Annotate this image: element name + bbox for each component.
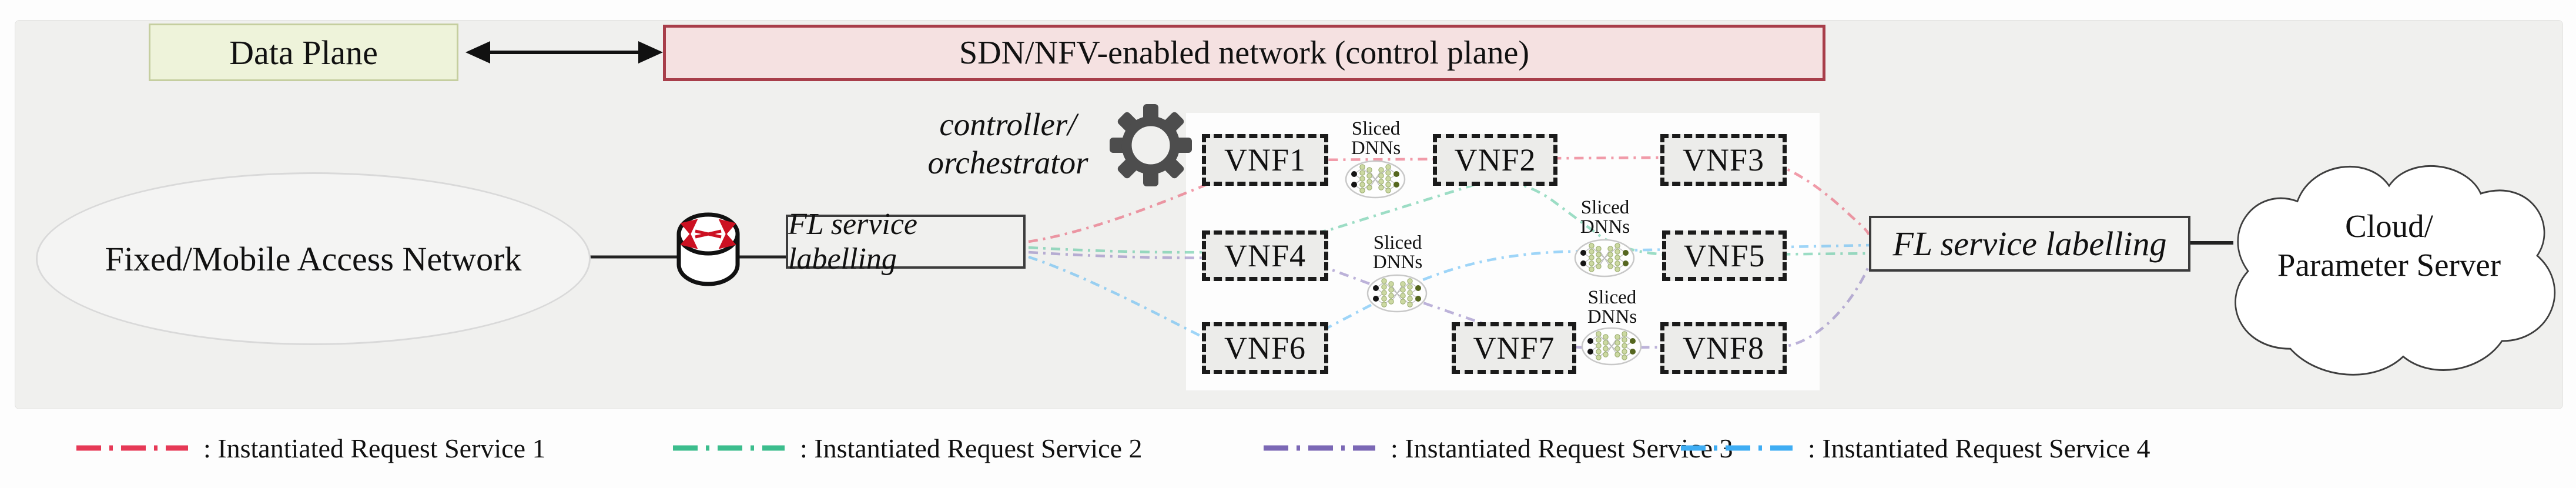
legend-item-service4: : Instantiated Request Service 4 [1681, 429, 2150, 467]
legend-label-service4: : Instantiated Request Service 4 [1808, 433, 2150, 463]
sliced-dnn-icon-3 [1574, 239, 1635, 278]
vnf8-box: VNF8 [1660, 322, 1787, 374]
service3-line-swatch [1264, 445, 1375, 451]
fl-service-labelling-left-box: FL service labelling [786, 208, 1026, 276]
data-plane-box: Data Plane [149, 24, 458, 81]
vnf8-label: VNF8 [1682, 330, 1765, 366]
cloud-icon [2235, 165, 2556, 376]
cloud-line1: Cloud/ [2345, 208, 2433, 244]
controller-line1: controller/ [939, 106, 1077, 142]
legend-item-service1: : Instantiated Request Service 1 [76, 429, 546, 467]
sliced-dnn-icon-2 [1366, 274, 1428, 313]
vnf6-box: VNF6 [1202, 322, 1328, 374]
controller-line2: orchestrator [927, 144, 1088, 181]
vnf7-box: VNF7 [1452, 322, 1576, 374]
service4-path [1028, 243, 1870, 339]
vnf3-label: VNF3 [1682, 142, 1765, 178]
cloud-parameter-server-label: Cloud/ Parameter Server [2239, 207, 2539, 285]
vnf4-label: VNF4 [1224, 238, 1307, 273]
vnf1-label: VNF1 [1224, 142, 1307, 178]
service2-line-swatch [673, 445, 785, 451]
vnf7-label: VNF7 [1473, 330, 1555, 366]
fl-service-labelling-right-box: FL service labelling [1869, 216, 2190, 272]
access-network-ellipse: Fixed/Mobile Access Network [36, 172, 591, 345]
vnf1-box: VNF1 [1202, 134, 1328, 186]
gear-icon [1110, 104, 1192, 186]
sliced-dnn-icon-1 [1345, 160, 1406, 199]
data-control-plane-arrow [465, 41, 663, 63]
access-network-label: Fixed/Mobile Access Network [105, 239, 522, 278]
router-icon [676, 212, 740, 286]
vnf5-label: VNF5 [1683, 238, 1766, 273]
legend-label-service3: : Instantiated Request Service 3 [1391, 433, 1733, 463]
cloud-line2: Parameter Server [2277, 247, 2501, 283]
sdn-label: SDN/NFV-enabled network (control plane) [959, 35, 1529, 71]
legend-label-service2: : Instantiated Request Service 2 [800, 433, 1143, 463]
vnf5-box: VNF5 [1662, 230, 1787, 281]
vnf2-label: VNF2 [1454, 142, 1536, 178]
vnf3-box: VNF3 [1660, 134, 1787, 186]
fl-right-label: FL service labelling [1892, 225, 2167, 263]
service1-line-swatch [76, 445, 188, 451]
fl-left-label: FL service labelling [788, 208, 917, 276]
vnf4-box: VNF4 [1202, 230, 1328, 281]
legend: : Instantiated Request Service 1 : Insta… [0, 429, 2576, 470]
legend-label-service1: : Instantiated Request Service 1 [203, 433, 546, 463]
service4-line-swatch [1681, 445, 1793, 451]
vnf6-label: VNF6 [1224, 330, 1307, 366]
vnf2-box: VNF2 [1433, 134, 1557, 186]
sliced-dnn-icon-4 [1581, 327, 1642, 366]
service2-path [1028, 179, 1870, 257]
controller-orchestrator-label: controller/ orchestrator [890, 106, 1125, 182]
legend-item-service3: : Instantiated Request Service 3 [1264, 429, 1733, 467]
sdn-control-plane-box: SDN/NFV-enabled network (control plane) [663, 25, 1825, 81]
legend-item-service2: : Instantiated Request Service 2 [673, 429, 1143, 467]
data-plane-label: Data Plane [229, 33, 378, 72]
